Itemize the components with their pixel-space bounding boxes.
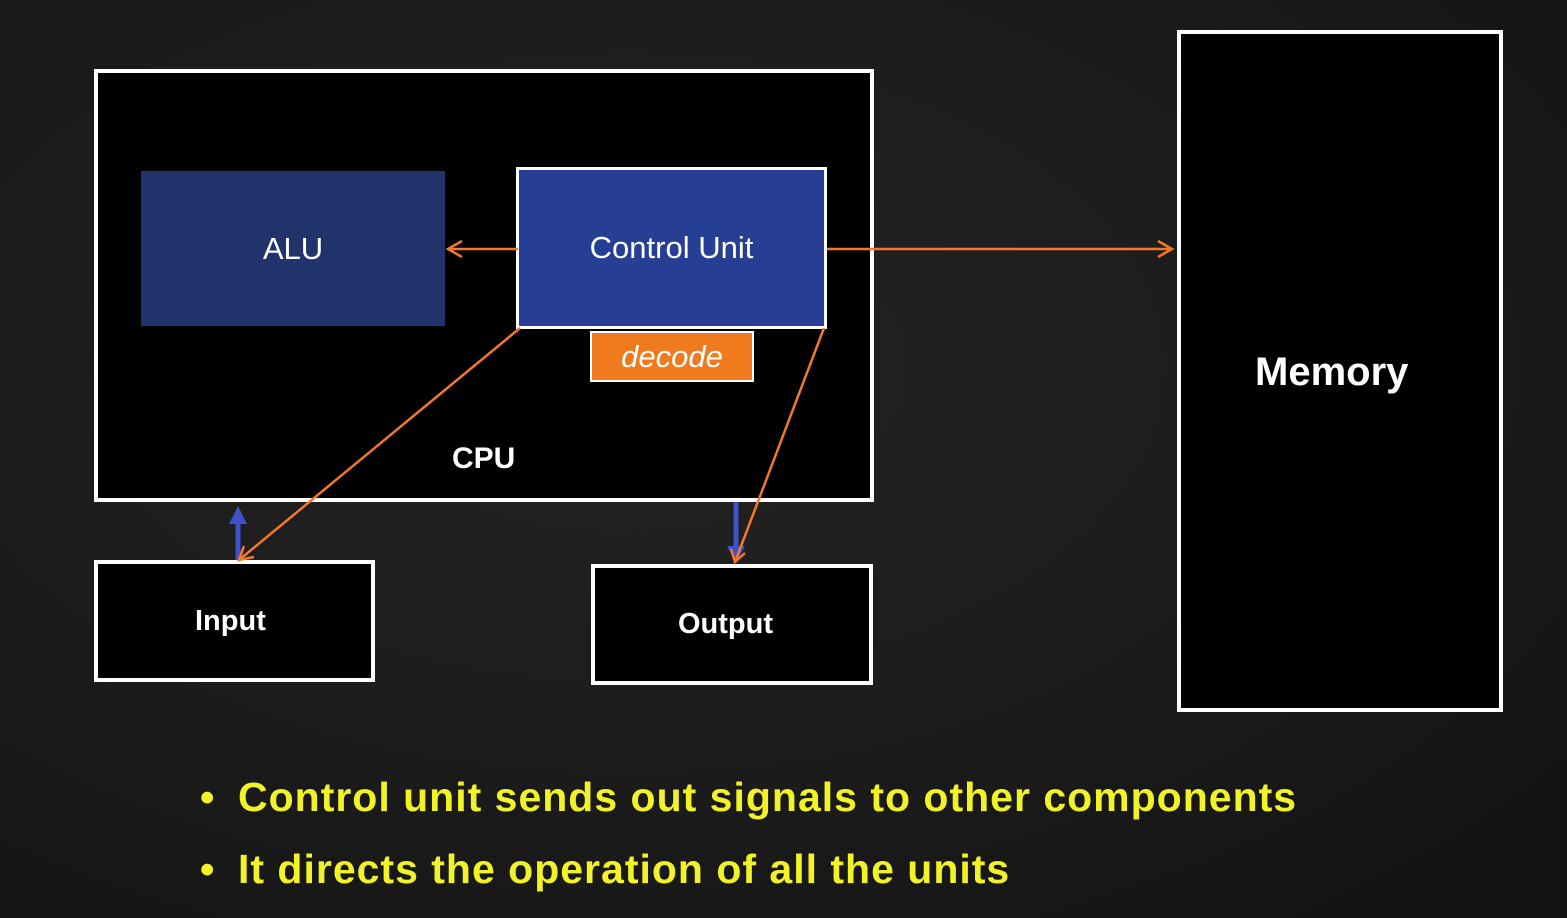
control-unit-label: Control Unit bbox=[589, 230, 754, 265]
decode-badge: decode bbox=[590, 331, 754, 382]
memory-label: Memory bbox=[1255, 350, 1409, 394]
output-label: Output bbox=[678, 608, 774, 640]
bullet-dot: • bbox=[200, 774, 216, 820]
control-unit-box: Control Unit bbox=[516, 167, 827, 329]
control-unit-to-memory-arrow bbox=[827, 239, 1175, 259]
input-box bbox=[94, 560, 375, 682]
alu-label: ALU bbox=[262, 230, 324, 266]
memory-box bbox=[1177, 30, 1503, 712]
bullet-list: • Control unit sends out signals to other… bbox=[200, 770, 1297, 914]
control-unit-to-alu-arrow bbox=[445, 239, 518, 259]
bullet-text: It directs the operation of all the unit… bbox=[238, 846, 1011, 892]
output-box bbox=[591, 564, 873, 685]
input-label: Input bbox=[195, 605, 266, 637]
cpu-label: CPU bbox=[452, 442, 516, 475]
bullet-text: Control unit sends out signals to other … bbox=[238, 774, 1298, 820]
alu-box: ALU bbox=[141, 171, 445, 326]
bullet-item: • Control unit sends out signals to other… bbox=[200, 770, 1297, 842]
bullet-item: • It directs the operation of all the uni… bbox=[200, 842, 1297, 914]
control-unit-to-output-arrow bbox=[729, 327, 826, 565]
bullet-dot: • bbox=[200, 846, 216, 892]
input-to-cpu-arrow bbox=[229, 506, 247, 560]
decode-label: decode bbox=[621, 338, 723, 374]
control-unit-to-input-arrow bbox=[237, 327, 521, 562]
